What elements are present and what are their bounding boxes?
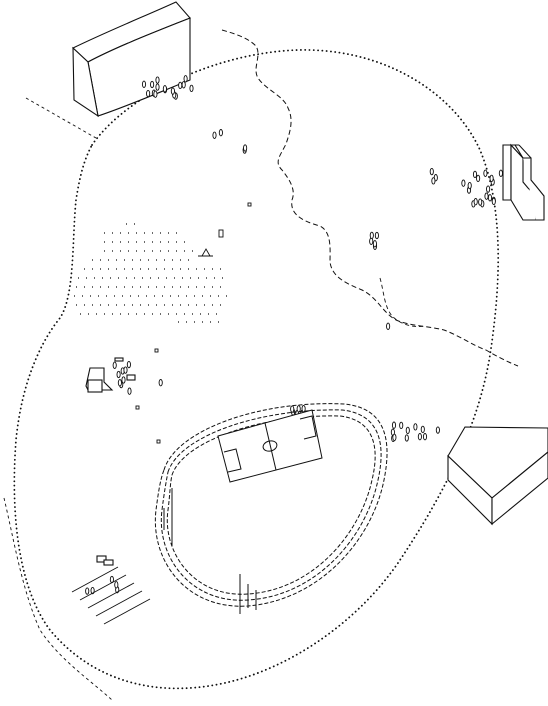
tree-74 xyxy=(413,423,418,431)
tent-shelter xyxy=(198,248,213,257)
tree-77 xyxy=(114,581,119,589)
marker-post xyxy=(218,229,224,238)
marker-square-2 xyxy=(154,348,159,353)
tree-2 xyxy=(155,76,160,84)
tree-37 xyxy=(483,169,488,177)
tree-67 xyxy=(391,421,397,429)
tree-12 xyxy=(141,80,147,88)
tree-31 xyxy=(487,194,493,202)
tree-22 xyxy=(484,192,489,200)
tree-36 xyxy=(478,198,483,206)
tree-40 xyxy=(431,177,436,185)
tree-28 xyxy=(467,181,472,190)
tree-10 xyxy=(153,90,158,98)
tree-65 xyxy=(399,421,404,430)
tree-38 xyxy=(461,179,466,187)
path-north-west xyxy=(25,97,97,139)
tree-61 xyxy=(290,405,295,413)
stream-branch-dashed xyxy=(379,277,425,327)
curved-building-north-west xyxy=(72,1,191,118)
tree-57 xyxy=(158,379,163,387)
tree-24 xyxy=(491,197,496,206)
tree-42 xyxy=(369,237,374,245)
tree-35 xyxy=(472,170,478,179)
tree-17 xyxy=(212,131,217,139)
tree-68 xyxy=(417,433,422,441)
tree-32 xyxy=(498,169,503,177)
tree-54 xyxy=(123,366,128,374)
small-objects xyxy=(135,202,252,444)
tree-46 xyxy=(372,240,377,248)
tree-55 xyxy=(112,361,117,369)
long-building-east xyxy=(502,143,545,221)
outer-path-lines xyxy=(3,97,113,701)
tree-49 xyxy=(121,376,126,384)
tree-16 xyxy=(183,75,188,83)
tree-13 xyxy=(162,85,167,93)
tree-8 xyxy=(155,83,160,91)
tree-18 xyxy=(218,129,223,137)
tree-4 xyxy=(150,80,155,89)
orchard-rows-grid xyxy=(74,223,228,323)
tree-56 xyxy=(127,387,132,395)
tree-71 xyxy=(435,426,440,434)
tree-69 xyxy=(422,433,428,441)
tree-5 xyxy=(181,81,186,89)
tree-30 xyxy=(476,174,481,183)
tree-70 xyxy=(405,426,410,435)
tree-20 xyxy=(243,144,248,152)
park-boundary-dotted xyxy=(13,49,500,690)
tree-43 xyxy=(374,231,379,240)
tree-clusters xyxy=(85,75,503,595)
tree-45 xyxy=(369,231,374,240)
tree-7 xyxy=(189,84,194,93)
tree-73 xyxy=(392,433,397,442)
tree-33 xyxy=(489,174,494,183)
tree-15 xyxy=(178,81,183,90)
tree-25 xyxy=(486,185,491,193)
football-pitch xyxy=(217,409,323,483)
tree-80 xyxy=(85,587,90,595)
wedge-building-south-east xyxy=(447,426,548,526)
tree-34 xyxy=(473,198,478,206)
tree-78 xyxy=(90,586,95,595)
track-posts xyxy=(163,488,257,614)
tree-72 xyxy=(420,425,425,434)
marker-square-4 xyxy=(156,439,161,444)
tree-14 xyxy=(170,87,175,95)
marker-square xyxy=(247,202,252,207)
tree-53 xyxy=(116,370,121,379)
tree-11 xyxy=(146,89,151,98)
stream-path-dashed xyxy=(221,29,519,367)
tree-41 xyxy=(429,167,434,176)
tree-51 xyxy=(117,379,122,387)
marker-square-3 xyxy=(135,405,140,410)
tree-50 xyxy=(126,360,131,369)
pavilion-west xyxy=(85,357,136,393)
tree-47 xyxy=(386,322,391,330)
bleacher-stands-south-west xyxy=(71,555,151,625)
tree-75 xyxy=(404,434,409,442)
